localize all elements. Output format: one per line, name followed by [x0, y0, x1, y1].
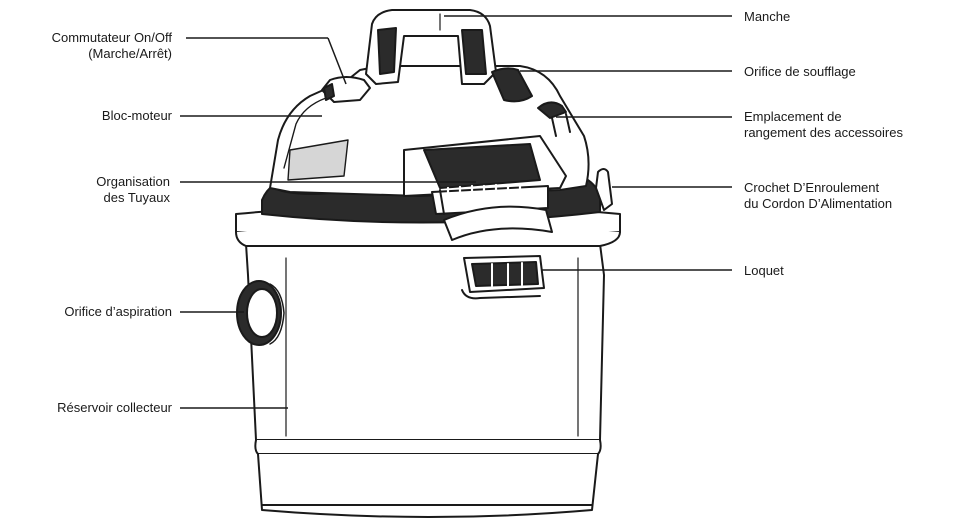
- label-emplacement-line1: Emplacement de: [744, 109, 842, 124]
- label-commutateur: Commutateur On/Off (Marche/Arrêt): [52, 30, 172, 62]
- latch: [461, 255, 545, 300]
- label-organisation-line1: Organisation: [96, 174, 170, 189]
- hose-organizer: [423, 143, 553, 241]
- label-organisation: Organisation des Tuyaux: [96, 174, 170, 206]
- label-commutateur-line2: (Marche/Arrêt): [88, 46, 172, 61]
- label-organisation-line2: des Tuyaux: [103, 190, 171, 205]
- label-reservoir: Réservoir collecteur: [57, 400, 172, 416]
- label-bloc-moteur: Bloc-moteur: [102, 108, 172, 124]
- label-orifice-soufflage: Orifice de soufflage: [744, 64, 856, 80]
- blower-port: [491, 67, 533, 103]
- label-crochet-line1: Crochet D’Enroulement: [744, 180, 880, 195]
- suction-port: [236, 280, 285, 346]
- accessory-storage-slot: [537, 101, 571, 137]
- label-crochet: Crochet D’Enroulement du Cordon D’Alimen…: [744, 180, 892, 212]
- motor-head: [269, 65, 590, 197]
- handle: [365, 9, 497, 85]
- collection-tank: [245, 243, 605, 518]
- label-manche-text: Manche: [744, 9, 791, 24]
- cord-wrap-hook: [595, 168, 613, 211]
- label-manche: Manche: [744, 9, 790, 25]
- label-orifice-aspiration-text: Orifice d’aspiration: [64, 304, 172, 319]
- label-emplacement-line2: rangement des accessoires: [744, 125, 903, 140]
- label-commutateur-line1: Commutateur On/Off: [51, 30, 172, 45]
- leader-line-commutateur-tail: [327, 37, 347, 85]
- label-orifice-soufflage-text: Orifice de soufflage: [744, 64, 856, 79]
- label-reservoir-text: Réservoir collecteur: [57, 400, 172, 415]
- on-off-switch: [321, 76, 371, 103]
- label-crochet-line2: du Cordon D’Alimentation: [744, 196, 893, 211]
- label-emplacement: Emplacement de rangement des accessoires: [744, 109, 903, 141]
- label-orifice-aspiration: Orifice d’aspiration: [64, 304, 172, 320]
- label-bloc-moteur-text: Bloc-moteur: [101, 108, 172, 123]
- label-loquet-text: Loquet: [744, 263, 784, 278]
- label-loquet: Loquet: [744, 263, 784, 279]
